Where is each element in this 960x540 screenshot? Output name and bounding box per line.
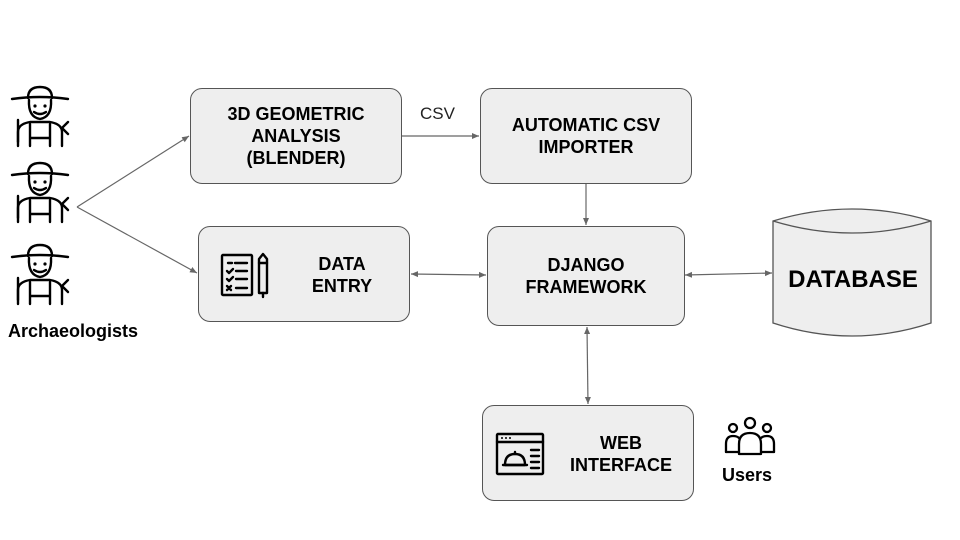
- database-cylinder-icon[interactable]: [771, 203, 933, 343]
- arrow-archaeologists-to-analysis: [76, 135, 190, 208]
- node-data-entry-label: DATA ENTRY: [311, 254, 373, 296]
- node-web-interface-label: WEB INTERFACE: [569, 433, 672, 475]
- node-data-entry[interactable]: DATA ENTRY: [198, 226, 410, 322]
- arrow-django-database: [684, 270, 773, 278]
- node-csv-importer[interactable]: AUTOMATIC CSV IMPORTER: [480, 88, 692, 184]
- arrow-archaeologists-to-entry: [76, 206, 198, 274]
- node-web-interface[interactable]: WEB INTERFACE: [482, 405, 694, 501]
- edge-label-csv: CSV: [420, 104, 455, 123]
- node-geometric-analysis-label: 3D GEOMETRIC ANALYSIS (BLENDER): [227, 104, 365, 168]
- users-label: Users: [722, 465, 773, 485]
- node-geometric-analysis[interactable]: 3D GEOMETRIC ANALYSIS (BLENDER): [190, 88, 402, 184]
- arrow-django-web: [584, 326, 591, 405]
- archaeologists-label: Archaeologists: [8, 321, 139, 341]
- users-group-icon: [724, 416, 776, 456]
- node-database-label: DATABASE: [788, 266, 918, 293]
- arrow-entry-django: [410, 271, 487, 278]
- archaeologist-icon: [10, 161, 70, 224]
- browser-window-icon: [495, 432, 545, 476]
- archaeologist-icon: [10, 85, 70, 148]
- node-django-framework[interactable]: DJANGO FRAMEWORK: [487, 226, 685, 326]
- checklist-icon: [220, 252, 269, 299]
- node-django-framework-label: DJANGO FRAMEWORK: [525, 255, 647, 297]
- archaeologist-icon: [10, 243, 70, 306]
- node-csv-importer-label: AUTOMATIC CSV IMPORTER: [511, 115, 661, 157]
